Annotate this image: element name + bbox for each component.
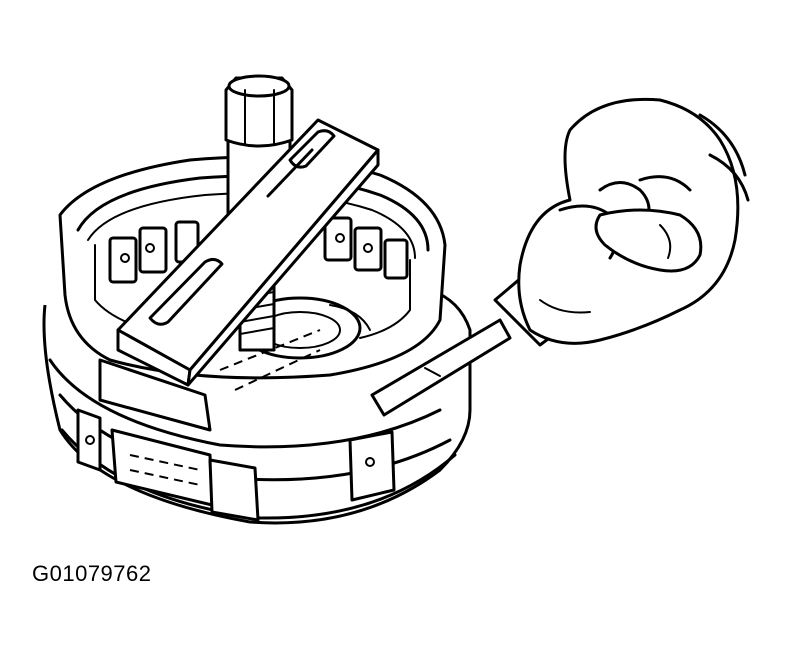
hand-illustration — [517, 97, 750, 345]
figure-id-label: G01079762 — [32, 561, 152, 586]
compressor-bar — [116, 118, 380, 391]
drum-clips — [76, 358, 396, 522]
drum-inner-tabs — [108, 216, 409, 284]
